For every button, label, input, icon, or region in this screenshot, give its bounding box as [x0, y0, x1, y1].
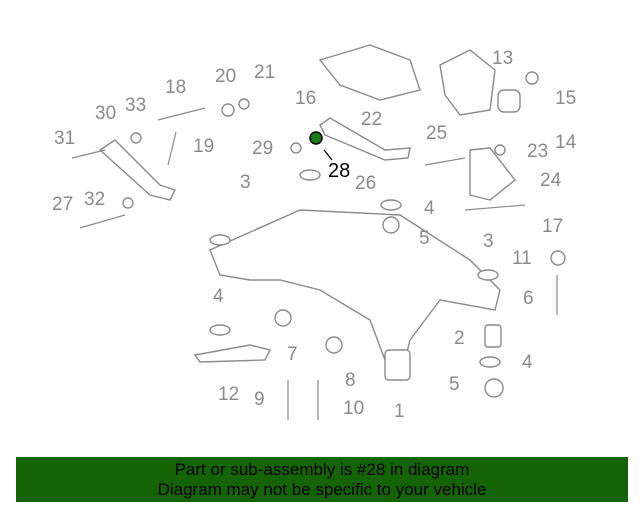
- callout-14: 14: [555, 132, 577, 153]
- banner-line-2: Diagram may not be specific to your vehi…: [157, 480, 487, 499]
- callout-4b: 4: [213, 286, 224, 307]
- callout-18: 18: [165, 77, 186, 98]
- callout-3b: 3: [483, 231, 494, 252]
- callout-9: 9: [254, 389, 265, 410]
- callout-1: 1: [394, 401, 405, 422]
- part-shapes: [71, 44, 566, 420]
- callout-4c: 4: [522, 352, 533, 373]
- callout-20: 20: [215, 66, 236, 87]
- callout-28-highlighted[interactable]: 28: [328, 160, 350, 182]
- callout-26: 26: [355, 173, 376, 194]
- callout-7: 7: [287, 344, 298, 365]
- parts-diagram: 13 16 22 15 14 18 20 21 30 33 31 19 29 2…: [52, 44, 577, 422]
- callout-21: 21: [254, 62, 275, 83]
- callout-32: 32: [84, 189, 105, 210]
- highlighted-part-28[interactable]: [309, 131, 323, 145]
- callout-13: 13: [492, 48, 513, 69]
- callout-25: 25: [426, 123, 447, 144]
- info-banner: Part or sub-assembly is #28 in diagram D…: [16, 457, 628, 502]
- callout-29: 29: [252, 138, 273, 159]
- callout-11: 11: [512, 248, 532, 269]
- callout-27: 27: [52, 194, 73, 215]
- callout-15: 15: [555, 88, 576, 109]
- callout-23: 23: [527, 141, 548, 162]
- callout-5: 5: [419, 228, 430, 249]
- callout-2: 2: [454, 328, 465, 349]
- callout-8: 8: [345, 370, 356, 391]
- callout-33: 33: [125, 95, 146, 116]
- callout-5b: 5: [449, 374, 460, 395]
- callout-17: 17: [542, 216, 563, 237]
- callout-12: 12: [218, 384, 239, 405]
- banner-line-1: Part or sub-assembly is #28 in diagram: [174, 460, 470, 479]
- callout-31: 31: [54, 128, 75, 149]
- callout-19: 19: [193, 136, 214, 157]
- callout-4: 4: [424, 198, 435, 219]
- callout-22: 22: [361, 109, 382, 130]
- callout-16: 16: [295, 88, 316, 109]
- callout-3: 3: [240, 172, 251, 193]
- callout-30: 30: [95, 103, 116, 124]
- callout-6: 6: [523, 288, 534, 309]
- callout-labels: 13 16 22 15 14 18 20 21 30 33 31 19 29 2…: [52, 48, 577, 422]
- callout-24: 24: [540, 170, 562, 191]
- callout-10: 10: [343, 398, 364, 419]
